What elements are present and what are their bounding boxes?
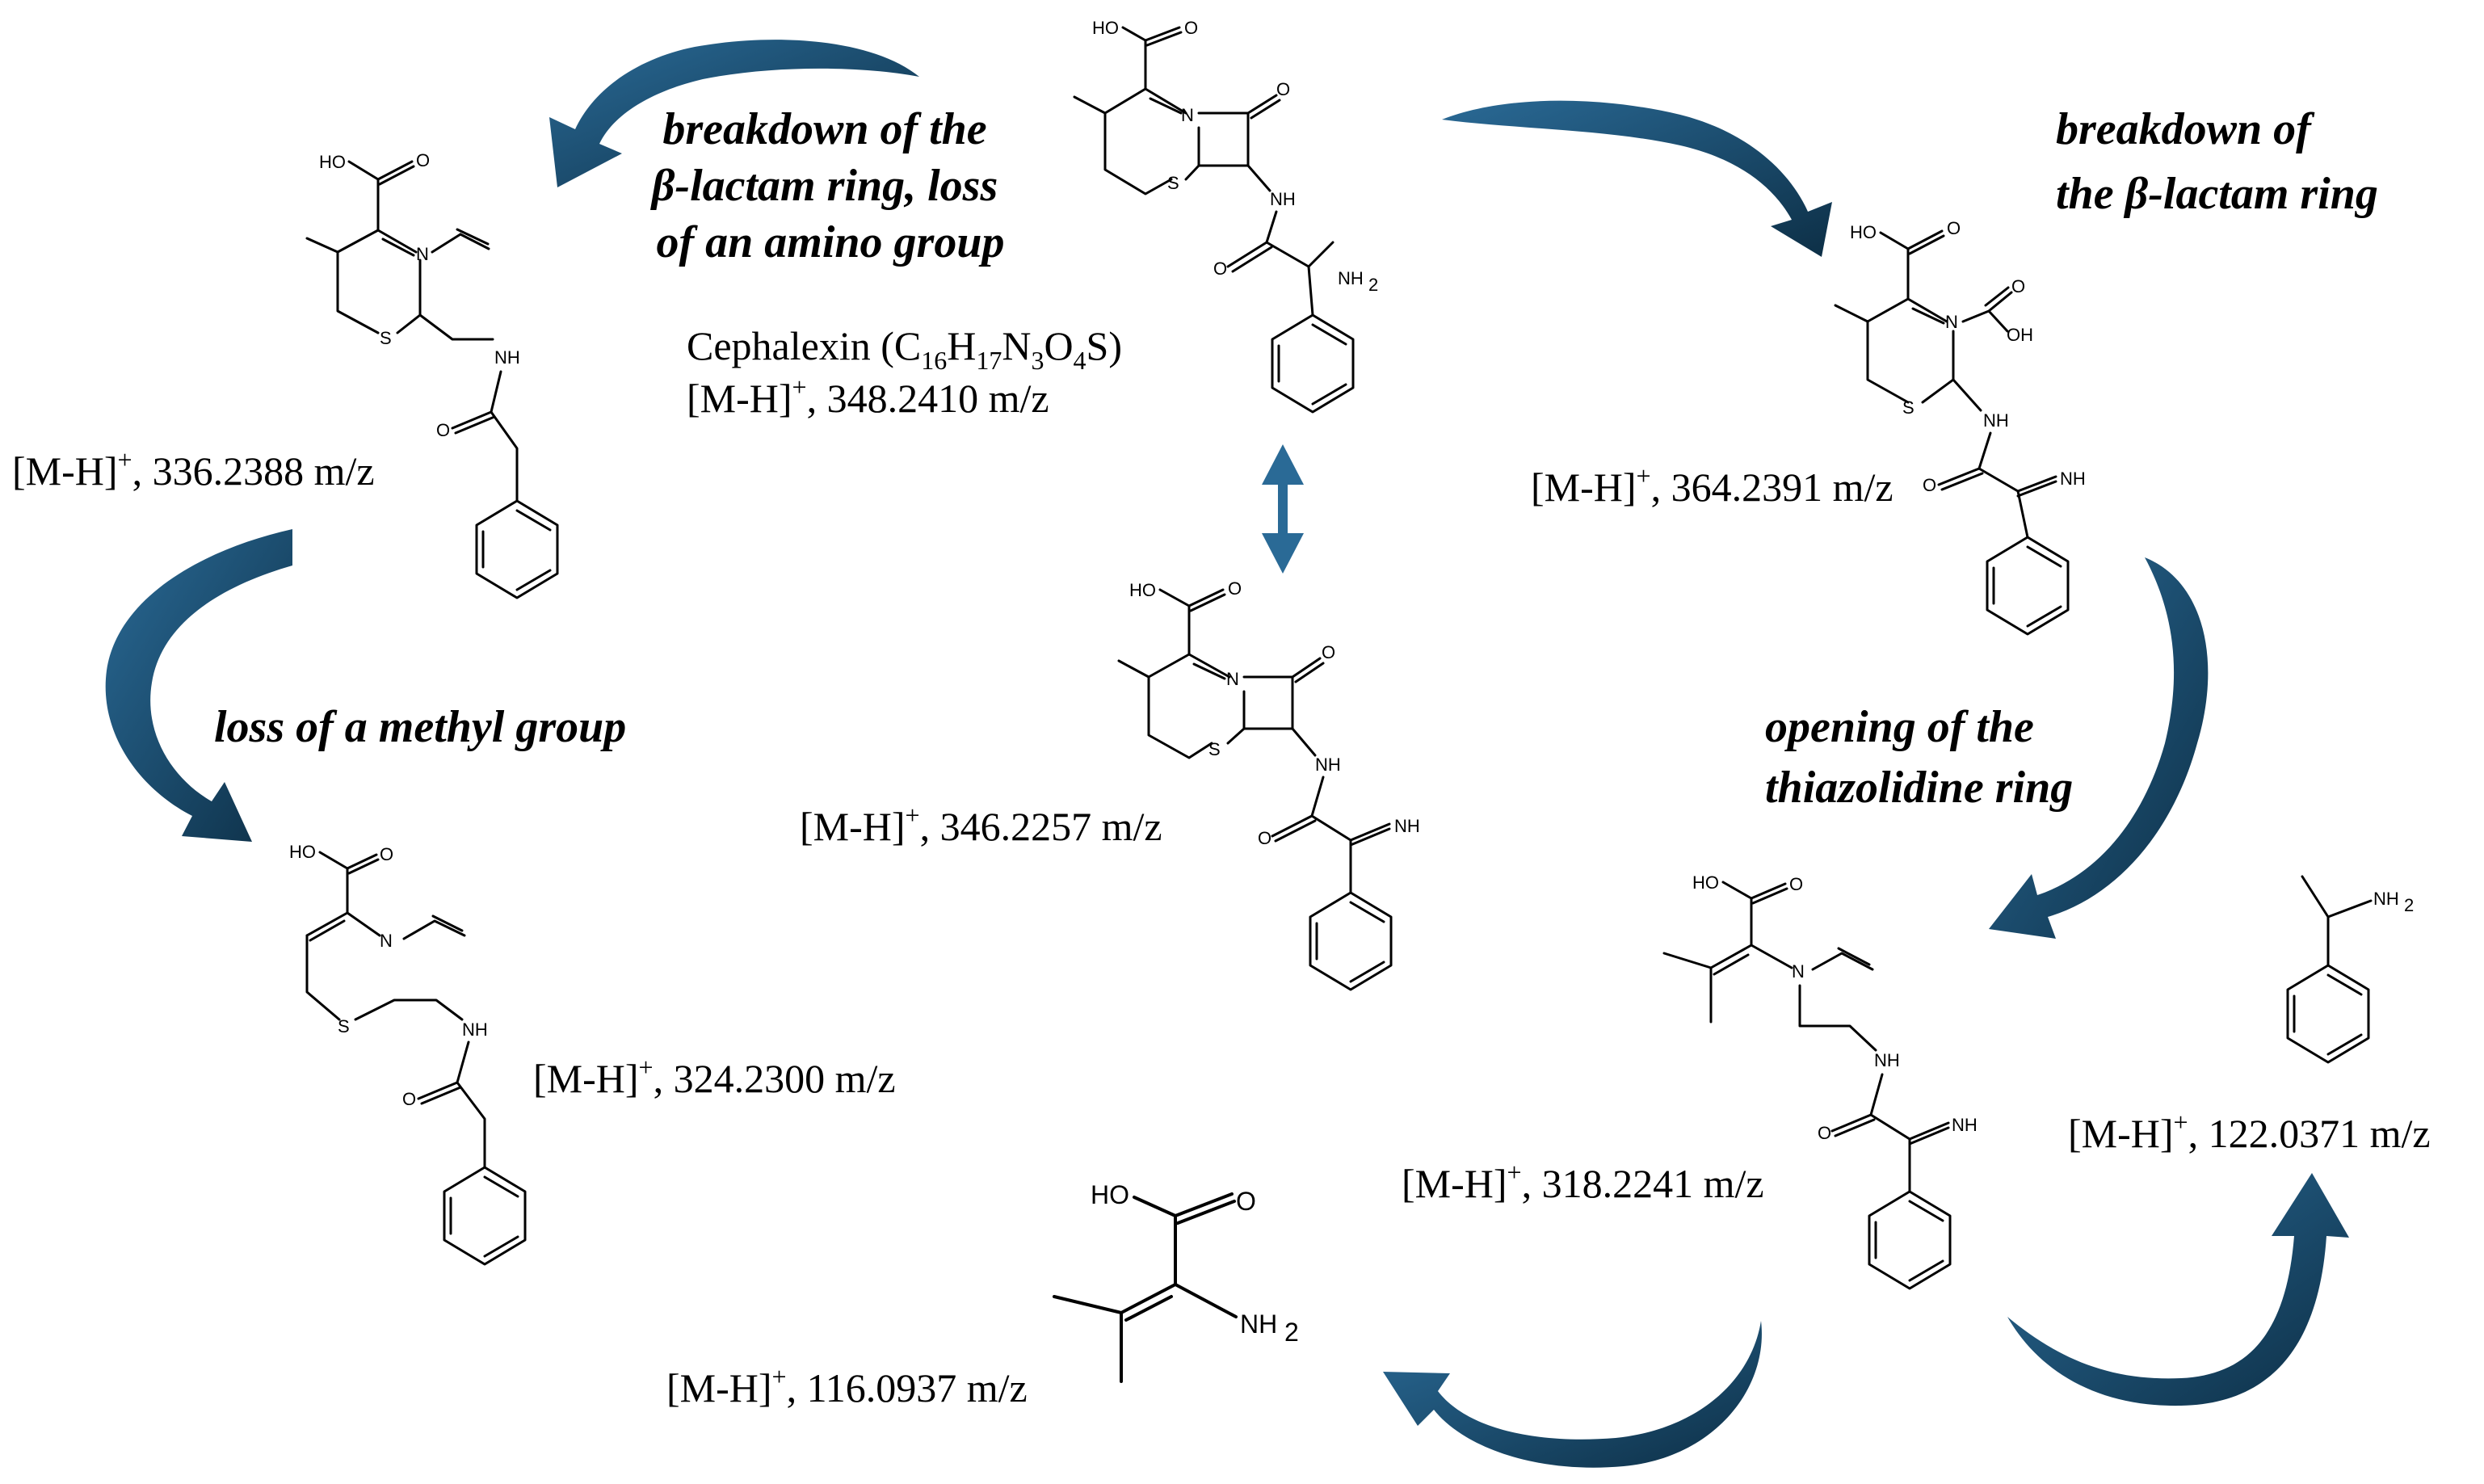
- svg-text:NH: NH: [2373, 889, 2399, 909]
- svg-text:O: O: [1213, 259, 1227, 279]
- svg-text:N: N: [1181, 105, 1194, 125]
- svg-text:O: O: [1236, 1187, 1256, 1216]
- svg-text:NH: NH: [494, 347, 520, 368]
- label-318: [M-H]+, 318.2241 m/z: [1402, 1158, 1764, 1206]
- svg-text:HO: HO: [289, 842, 316, 862]
- svg-text:S: S: [1167, 173, 1179, 193]
- structure-122: NH 2: [2286, 875, 2414, 1064]
- svg-text:N: N: [1792, 961, 1805, 982]
- svg-text:2: 2: [1368, 275, 1378, 295]
- svg-text:HO: HO: [1129, 580, 1156, 600]
- svg-text:S: S: [1902, 397, 1914, 418]
- structure-324: HO O N S NH O: [289, 842, 527, 1266]
- label-cephalexin: Cephalexin (C16H17N3O4S) [M-H]+, 348.241…: [687, 323, 1122, 421]
- svg-text:S: S: [338, 1016, 350, 1036]
- svg-text:S: S: [380, 328, 392, 348]
- arrow-318-to-116: [1383, 1321, 1762, 1468]
- svg-text:HO: HO: [1091, 1180, 1129, 1209]
- svg-text:O: O: [1789, 874, 1803, 894]
- arrow-cephalexin-to-336: [549, 40, 919, 187]
- svg-text:NH: NH: [1952, 1115, 1978, 1135]
- svg-text:O: O: [1923, 475, 1936, 495]
- arrow-336-to-324: [105, 529, 292, 842]
- svg-text:O: O: [1947, 218, 1961, 238]
- structure-364: HO O N O OH S NH O NH: [1834, 218, 2086, 636]
- svg-text:NH: NH: [2060, 469, 2086, 489]
- svg-text:O: O: [1322, 642, 1335, 662]
- svg-text:[M-H]+, 348.2410 m/z: [M-H]+, 348.2410 m/z: [687, 372, 1049, 421]
- step-label-right-top: breakdown of the β-lactam ring: [2056, 104, 2378, 219]
- step-label-left-top: breakdown of the β-lactam ring, loss of …: [650, 104, 1010, 267]
- svg-text:N: N: [380, 931, 393, 951]
- svg-text:2: 2: [1284, 1318, 1299, 1347]
- svg-text:NH: NH: [1240, 1310, 1277, 1339]
- svg-text:N: N: [1226, 669, 1239, 689]
- svg-text:HO: HO: [1850, 222, 1877, 242]
- label-122: [M-H]+, 122.0371 m/z: [2068, 1108, 2431, 1156]
- svg-text:2: 2: [2404, 895, 2414, 915]
- step-label-right-mid: opening of the thiazolidine ring: [1765, 702, 2073, 813]
- arrow-318-to-122: [2007, 1173, 2349, 1406]
- double-arrow: [1262, 444, 1304, 574]
- label-324: [M-H]+, 324.2300 m/z: [533, 1053, 896, 1101]
- label-346: [M-H]+, 346.2257 m/z: [800, 801, 1162, 849]
- svg-text:N: N: [1945, 312, 1958, 332]
- svg-text:O: O: [416, 150, 430, 170]
- arrow-364-to-318: [1989, 557, 2209, 939]
- svg-text:O: O: [1276, 79, 1290, 99]
- svg-text:O: O: [402, 1089, 416, 1109]
- svg-text:Cephalexin (C16H17N3O4S): Cephalexin (C16H17N3O4S): [687, 323, 1122, 375]
- svg-text:OH: OH: [2007, 325, 2033, 345]
- svg-text:O: O: [2011, 276, 2025, 296]
- svg-text:NH: NH: [462, 1019, 488, 1040]
- structure-336: HO O N S NH O: [305, 150, 559, 599]
- step-label-left-mid: loss of a methyl group: [214, 702, 626, 752]
- svg-text:O: O: [380, 844, 393, 864]
- svg-text:O: O: [1258, 828, 1271, 848]
- svg-text:O: O: [1184, 18, 1198, 38]
- svg-text:NH: NH: [1315, 755, 1341, 775]
- svg-text:NH: NH: [1874, 1050, 1900, 1070]
- label-116: [M-H]+, 116.0937 m/z: [666, 1362, 1028, 1410]
- label-336: [M-H]+, 336.2388 m/z: [12, 445, 375, 494]
- svg-text:NH: NH: [1983, 410, 2009, 431]
- svg-text:NH: NH: [1338, 268, 1364, 288]
- structure-cephalexin: HO O N O S NH O NH 2: [1073, 18, 1378, 414]
- svg-text:N: N: [416, 244, 429, 264]
- svg-text:HO: HO: [319, 152, 346, 172]
- arrow-cephalexin-to-364: [1442, 100, 1832, 257]
- structure-318: HO O N NH O NH: [1662, 872, 1978, 1290]
- svg-text:NH: NH: [1270, 189, 1296, 209]
- label-364: [M-H]+, 364.2391 m/z: [1531, 461, 1893, 510]
- structure-346: HO O N O S NH O NH: [1117, 578, 1420, 991]
- svg-text:O: O: [1228, 578, 1242, 599]
- svg-text:S: S: [1208, 739, 1221, 759]
- svg-text:NH: NH: [1394, 816, 1420, 836]
- svg-text:O: O: [1818, 1123, 1831, 1143]
- svg-text:O: O: [436, 420, 450, 440]
- svg-text:HO: HO: [1092, 18, 1119, 38]
- svg-text:HO: HO: [1692, 872, 1719, 893]
- structure-116: HO O NH 2: [1053, 1180, 1299, 1383]
